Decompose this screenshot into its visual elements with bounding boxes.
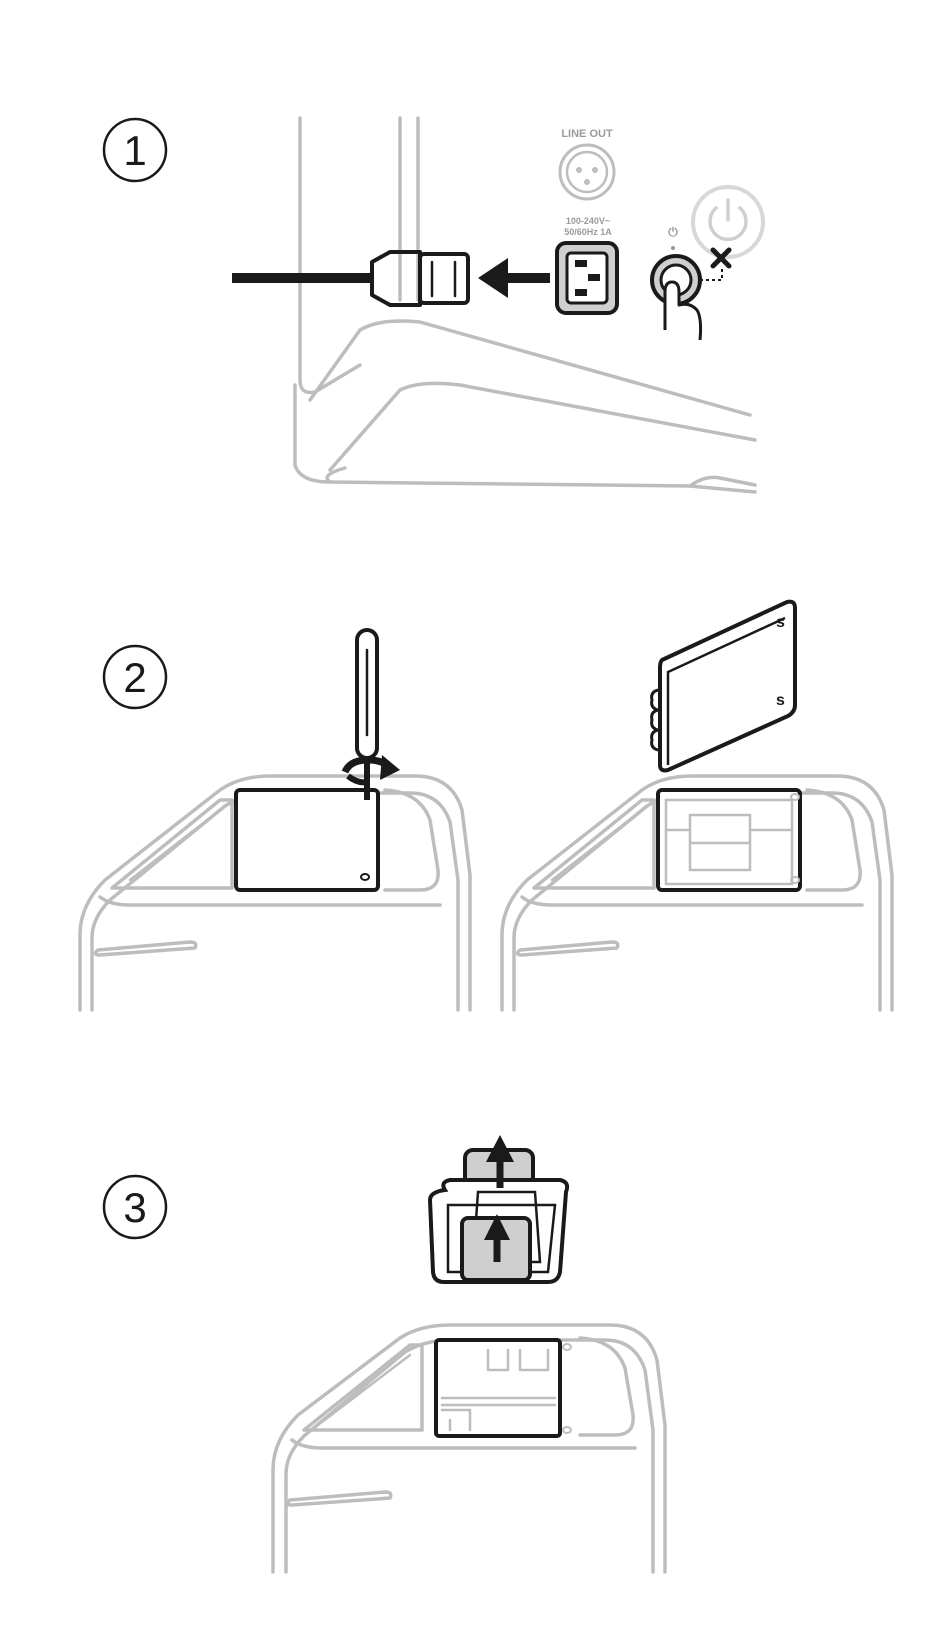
screw-icon: ѕ [776, 692, 785, 709]
step-1-number: 1 [123, 127, 146, 174]
battery-cover-installed [236, 790, 378, 890]
step-3: 3 [104, 1135, 665, 1572]
insert-arrow-icon [478, 258, 550, 298]
step-2-number: 2 [123, 654, 146, 701]
power-off-indicator [693, 187, 763, 280]
power-symbol-label: ⏻ [668, 225, 678, 239]
power-cord [232, 252, 468, 305]
step-1-number-badge: 1 [104, 119, 166, 181]
power-rating-line-2: 50/60Hz 1A [564, 227, 612, 237]
battery-compartment-empty [436, 1340, 571, 1436]
power-rating-line-1: 100-240V~ [566, 216, 610, 226]
step-2-number-badge: 2 [104, 646, 166, 708]
step-3-number: 3 [123, 1184, 146, 1231]
ac-power-inlet: 100-240V~ 50/60Hz 1A [557, 216, 617, 313]
step-3-number-badge: 3 [104, 1176, 166, 1238]
battery-cover-removed: ѕ ѕ [652, 602, 795, 771]
screw-icon: ѕ [776, 614, 785, 631]
rotate-arrow-icon [345, 755, 400, 782]
step-2: 2 [80, 602, 892, 1010]
line-out-label: LINE OUT [561, 128, 613, 140]
battery-compartment-open [658, 790, 800, 890]
line-out-port: LINE OUT [560, 128, 614, 199]
step-1: 1 LINE OUT [104, 118, 763, 492]
